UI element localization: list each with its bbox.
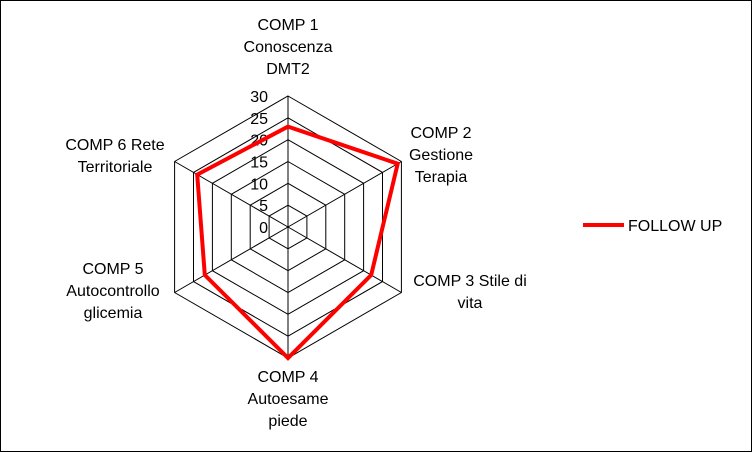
axis-label-line: vita bbox=[458, 295, 483, 312]
series-layer bbox=[195, 124, 401, 361]
axis-label-line: Gestione bbox=[409, 147, 473, 164]
axis-label: COMP 3 Stile di vita bbox=[413, 273, 527, 312]
axis-label: COMP 4 Autoesame piede bbox=[248, 369, 329, 430]
axis-label-line: Conoscenza bbox=[244, 39, 333, 56]
grid-spoke bbox=[287, 161, 402, 228]
axis-label-line: Autoesame bbox=[248, 391, 329, 408]
axis-label-line: COMP 3 Stile di bbox=[413, 273, 527, 290]
tick-label: 25 bbox=[250, 111, 268, 128]
grid-spoke bbox=[174, 161, 289, 228]
legend-label-follow-up: FOLLOW UP bbox=[628, 218, 722, 235]
axis-label-line: Autocontrollo bbox=[66, 283, 159, 300]
tick-label: 15 bbox=[250, 155, 268, 172]
radar-grid bbox=[174, 95, 402, 359]
axis-label-line: glicemia bbox=[84, 305, 143, 322]
tick-label: 5 bbox=[259, 198, 268, 215]
axis-label-line: COMP 5 bbox=[82, 261, 143, 278]
axis-label: COMP 5 Autocontrollo glicemia bbox=[66, 261, 159, 322]
axis-label-line: piede bbox=[268, 413, 307, 430]
grid-spoke bbox=[287, 226, 402, 293]
axis-label-line: COMP 2 bbox=[410, 125, 471, 142]
axis-label-line: Terapia bbox=[415, 169, 468, 186]
axis-label-line: Territoriale bbox=[78, 159, 153, 176]
legend: FOLLOW UP bbox=[583, 218, 722, 235]
axis-label-line: DMT2 bbox=[266, 61, 310, 78]
axis-label-line: COMP 1 bbox=[257, 17, 318, 34]
axis-label-line: COMP 6 Rete bbox=[65, 137, 164, 154]
grid-spoke bbox=[174, 226, 289, 293]
series-line-follow-up bbox=[195, 124, 401, 361]
tick-label: 30 bbox=[250, 89, 268, 106]
tick-label: 0 bbox=[259, 220, 268, 237]
tick-label: 10 bbox=[250, 176, 268, 193]
axis-label-line: COMP 4 bbox=[257, 369, 318, 386]
